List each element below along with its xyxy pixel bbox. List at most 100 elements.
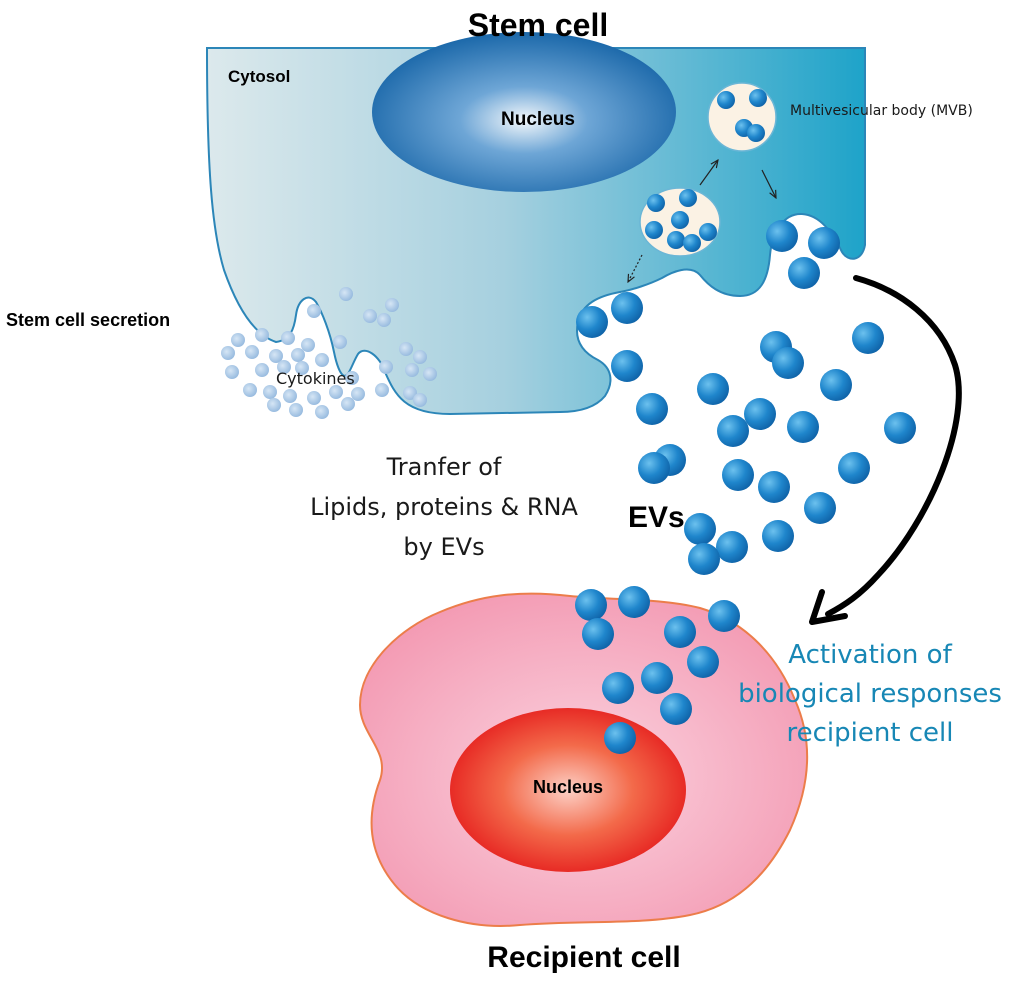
cytokine-particle (307, 304, 321, 318)
cytokine-particle (255, 363, 269, 377)
cytokine-particle (263, 385, 277, 399)
extracellular-vesicle (687, 646, 719, 678)
cytokine-particle (289, 403, 303, 417)
transfer-text-line3: by EVs (403, 533, 484, 561)
cytokine-particle (225, 365, 239, 379)
stem-cell-nucleus (372, 32, 676, 192)
cytokine-particle (413, 393, 427, 407)
extracellular-vesicle (660, 693, 692, 725)
extracellular-vesicle (611, 292, 643, 324)
extracellular-vesicle (697, 373, 729, 405)
intraluminal-vesicle (699, 223, 717, 241)
cytokine-particle (221, 346, 235, 360)
extracellular-vesicle (602, 672, 634, 704)
cytokine-particle (413, 350, 427, 364)
stem-cell-secretion-label: Stem cell secretion (6, 310, 170, 330)
evs-label: EVs (628, 501, 685, 534)
extracellular-vesicle (722, 459, 754, 491)
intraluminal-vesicle (647, 194, 665, 212)
extracellular-vesicle (575, 589, 607, 621)
cytokine-particle (307, 391, 321, 405)
extracellular-vesicle (852, 322, 884, 354)
extracellular-vesicle (820, 369, 852, 401)
intraluminal-vesicle (747, 124, 765, 142)
recipient-cell-title: Recipient cell (487, 941, 680, 974)
cytokine-particle (295, 361, 309, 375)
cytokine-particle (315, 405, 329, 419)
cytokine-particle (329, 385, 343, 399)
extracellular-vesicle (708, 600, 740, 632)
extracellular-vesicle (772, 347, 804, 379)
mvb-arrow-left (628, 254, 643, 282)
cytokines-label: Cytokines (276, 369, 355, 388)
extracellular-vesicle (762, 520, 794, 552)
cytokine-particle (377, 313, 391, 327)
cytokine-particle (243, 383, 257, 397)
intraluminal-vesicle (717, 91, 735, 109)
mvb-arrow-up (699, 160, 718, 186)
cytokine-particle (345, 371, 359, 385)
cytokine-particle (333, 335, 347, 349)
extracellular-vesicle (688, 543, 720, 575)
recipient-nucleus-label: Nucleus (533, 777, 603, 797)
cytokine-particle (423, 367, 437, 381)
extracellular-vesicle (636, 393, 668, 425)
cytokine-particle (339, 287, 353, 301)
mvb-intraluminal-vesicles (645, 89, 767, 252)
extracellular-vesicle (838, 452, 870, 484)
cytokine-particle (341, 397, 355, 411)
extracellular-vesicle (884, 412, 916, 444)
extracellular-vesicle (684, 513, 716, 545)
mvb-label: Multivesicular body (MVB) (790, 103, 973, 119)
cytokine-particle (269, 349, 283, 363)
extracellular-vesicle (664, 616, 696, 648)
cytokine-particles (221, 287, 437, 419)
transfer-text-line1: Tranfer of (386, 453, 502, 481)
activation-text-line1: Activation of (788, 640, 952, 670)
extracellular-vesicle (808, 227, 840, 259)
extracellular-vesicle (717, 415, 749, 447)
activation-text-line2: biological responses (738, 679, 1002, 709)
activation-arrowhead (809, 589, 848, 625)
cytokine-particle (267, 398, 281, 412)
intraluminal-vesicle (667, 231, 685, 249)
extracellular-vesicle (618, 586, 650, 618)
cytosol-label: Cytosol (228, 67, 290, 86)
extracellular-vesicle (641, 662, 673, 694)
extracellular-vesicle (804, 492, 836, 524)
stem-nucleus-label: Nucleus (501, 109, 575, 130)
extracellular-vesicle (716, 531, 748, 563)
intraluminal-vesicle (683, 234, 701, 252)
stem-cell-title: Stem cell (468, 7, 609, 43)
cytokine-particle (301, 338, 315, 352)
intraluminal-vesicle (645, 221, 663, 239)
cytokine-particle (231, 333, 245, 347)
cytokine-particle (245, 345, 259, 359)
activation-arrow (825, 275, 962, 617)
mvb-arrow-down (761, 169, 776, 198)
cytokine-particle (255, 328, 269, 342)
extracellular-vesicle (787, 411, 819, 443)
extracellular-vesicles (575, 220, 916, 754)
cytokine-particle (385, 298, 399, 312)
intraluminal-vesicle (671, 211, 689, 229)
cytokine-particle (405, 363, 419, 377)
cytokine-particle (315, 353, 329, 367)
extracellular-vesicle (638, 452, 670, 484)
intraluminal-vesicle (679, 189, 697, 207)
cytokine-particle (351, 387, 365, 401)
cytokine-particle (363, 309, 377, 323)
cytokine-particle (399, 342, 413, 356)
cytokine-particle (283, 389, 297, 403)
extracellular-vesicle (744, 398, 776, 430)
cytokine-particle (403, 386, 417, 400)
activation-text-line3: recipient cell (786, 718, 953, 748)
extracellular-vesicle (766, 220, 798, 252)
cytokine-particle (291, 348, 305, 362)
cytokine-particle (281, 331, 295, 345)
extracellular-vesicle (582, 618, 614, 650)
extracellular-vesicle (611, 350, 643, 382)
mvb-vesicle-top (707, 82, 777, 152)
cytokine-particle (379, 360, 393, 374)
